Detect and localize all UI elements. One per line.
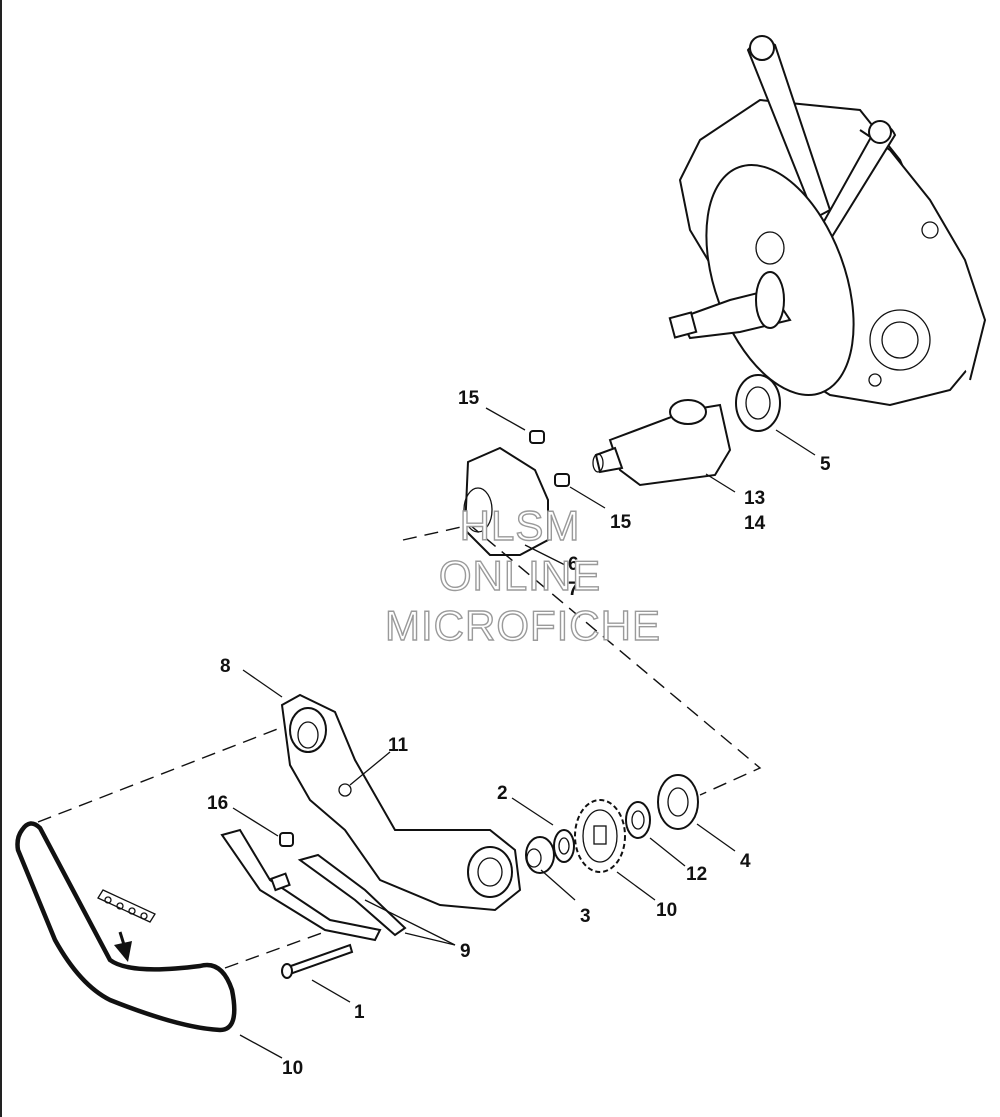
cover-6-7: [463, 446, 549, 556]
dowel-pin-15b: [554, 473, 570, 487]
callout-9: 9: [460, 941, 471, 962]
drive-chain-10: [15, 821, 237, 1033]
assembly-line-chain-bottom: [224, 929, 331, 969]
callout-16: 16: [207, 793, 228, 814]
sprocket-10: [574, 799, 626, 873]
callout-13: 13: [744, 488, 765, 509]
callout-2: 2: [497, 783, 508, 804]
bearing-4: [657, 774, 699, 830]
callout-15-bottom: 15: [610, 512, 632, 533]
callout-15-top: 15: [458, 388, 480, 409]
callout-5: 5: [820, 454, 831, 475]
leader-lines: [232, 407, 816, 1059]
callout-11: 11: [388, 735, 409, 756]
dowel-pin-16: [279, 832, 294, 847]
seal-12: [625, 801, 651, 839]
watermark-line-1: HLSM: [460, 502, 581, 549]
crankshaft-end: [668, 271, 792, 340]
watermark-line-2: ONLINE: [439, 552, 601, 599]
assembly-line-upper: [402, 524, 762, 796]
direction-arrow-icon: [114, 931, 132, 962]
bearing-5: [735, 374, 781, 432]
callout-10-chain: 10: [282, 1058, 303, 1079]
callout-4: 4: [740, 851, 751, 872]
pin-1: [281, 943, 354, 979]
watermark-line-3: MICROFICHE: [385, 602, 661, 649]
dowel-pin-15a: [529, 430, 545, 444]
callout-12: 12: [686, 864, 707, 885]
output-shaft-13-14: [592, 399, 732, 487]
assembly-line-chain-top: [37, 727, 281, 823]
callout-10-sprocket: 10: [656, 900, 677, 921]
chain-guides-9: [220, 828, 407, 942]
callout-1: 1: [354, 1002, 365, 1023]
watermark: HLSM ONLINE MICROFICHE: [384, 501, 661, 649]
callout-6: 6: [568, 554, 579, 575]
callout-3: 3: [580, 906, 591, 927]
bushing-3: [525, 836, 555, 874]
callout-14: 14: [744, 513, 766, 534]
connecting-rods: [746, 35, 897, 242]
chain-link-detail: [97, 889, 156, 923]
washer-2: [553, 829, 575, 863]
callout-7: 7: [568, 579, 579, 600]
callout-8: 8: [220, 656, 231, 677]
chain-case-8: [280, 693, 522, 912]
